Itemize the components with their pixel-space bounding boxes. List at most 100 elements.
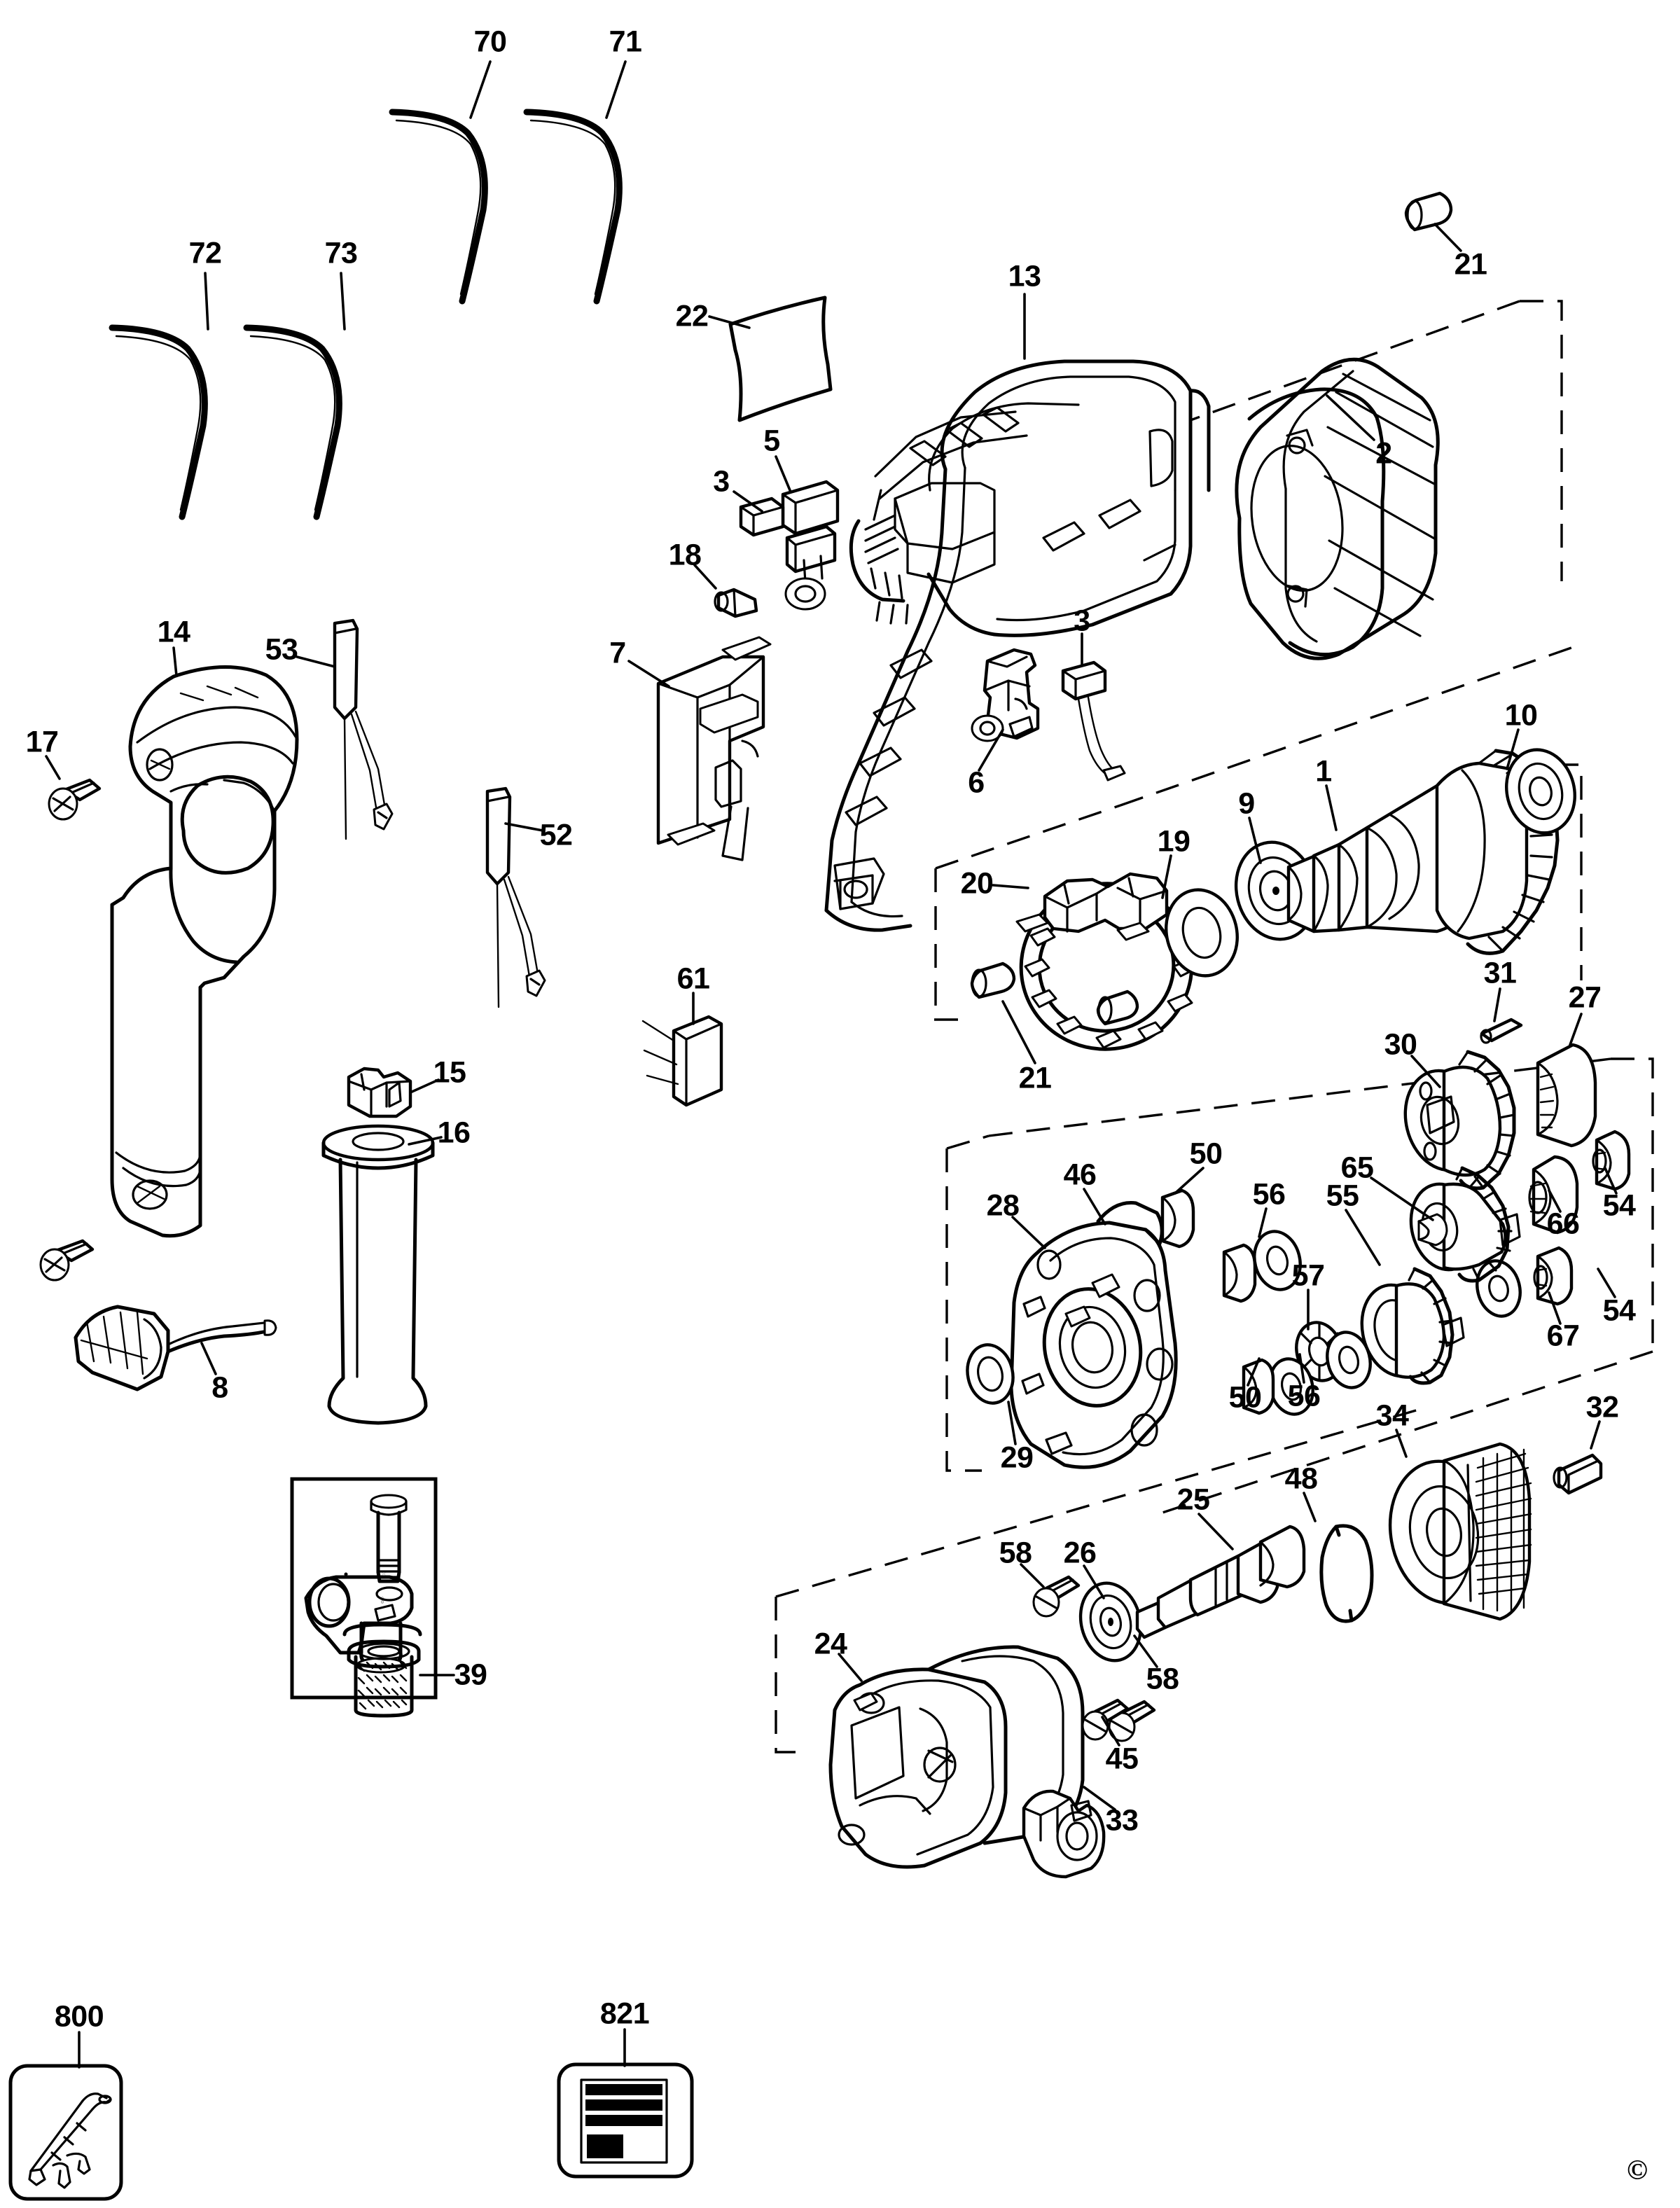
part-56-washer-upper <box>1253 1230 1302 1291</box>
leader-line-65 <box>1370 1176 1434 1221</box>
leader-line-25 <box>1197 1513 1234 1550</box>
part-33-chuck-key-holder <box>1022 1789 1106 1879</box>
callout-55-36: 55 <box>1326 1179 1359 1213</box>
part-20-brush-ring <box>970 872 1199 1051</box>
leader-line-56 <box>1258 1207 1268 1238</box>
part-17-screw-lower <box>39 1239 95 1282</box>
leader-line-19 <box>1161 854 1172 899</box>
part-58-screw-lower <box>1108 1700 1156 1742</box>
callout-52-17: 52 <box>539 818 573 852</box>
part-28-gear-case <box>1009 1201 1178 1469</box>
callout-54-41: 54 <box>1602 1293 1636 1328</box>
callout-28-38: 28 <box>986 1188 1020 1223</box>
wire-form-72 <box>109 324 208 520</box>
callout-39-55: 39 <box>454 1658 487 1692</box>
callout-56-43: 56 <box>1287 1379 1321 1413</box>
leader-line-73 <box>340 272 346 331</box>
callout-13-5: 13 <box>1008 259 1041 293</box>
wire-form-73 <box>243 324 342 520</box>
mesh-texture <box>357 1661 408 1710</box>
callout-821-57: 821 <box>599 1997 650 2031</box>
callout-58-49: 58 <box>999 1536 1032 1570</box>
part-3-terminal-left <box>739 497 785 537</box>
inset-800-accessory <box>8 2064 123 2201</box>
part-7-trigger-switch <box>656 636 772 861</box>
callout-34-45: 34 <box>1375 1398 1409 1433</box>
leader-line-5 <box>775 455 791 492</box>
wire-form-71 <box>523 109 623 305</box>
callout-32-46: 32 <box>1585 1390 1619 1424</box>
leader-line-17 <box>45 755 61 780</box>
leader-line-1 <box>1325 784 1338 831</box>
leader-line-66 <box>1548 1189 1562 1213</box>
part-18-screw <box>714 588 758 618</box>
leader-line-45 <box>1101 1716 1120 1747</box>
part-52-wire-assembly <box>485 786 546 1008</box>
part-58-screw-upper <box>1032 1575 1081 1618</box>
part-3-terminal-right <box>1061 660 1126 782</box>
part-50-bushing-lower <box>1242 1358 1275 1415</box>
callout-31-28: 31 <box>1483 956 1517 990</box>
part-34-chuck <box>1388 1442 1532 1621</box>
part-13-clamshell-housing <box>824 359 1211 932</box>
part-26-bearing <box>1078 1581 1143 1662</box>
callout-19-23: 19 <box>1157 824 1190 859</box>
callout-17-15: 17 <box>25 725 59 759</box>
callout-21-27: 21 <box>1018 1061 1052 1095</box>
callout-1-25: 1 <box>1315 754 1332 789</box>
part-55-gear <box>1360 1267 1465 1385</box>
callout-72-2: 72 <box>188 236 222 270</box>
part-54-collar-lower <box>1533 1246 1574 1306</box>
callout-2-7: 2 <box>1375 436 1392 471</box>
callout-14-14: 14 <box>157 615 190 649</box>
leader-line-71 <box>605 60 627 119</box>
part-8-power-cord <box>74 1305 277 1391</box>
leader-line-54 <box>1597 1268 1616 1298</box>
leader-line-2 <box>1326 394 1375 441</box>
group-boundary-armature <box>934 643 1583 1021</box>
leader-line-67 <box>1548 1291 1562 1325</box>
leader-line-21 <box>1433 223 1462 252</box>
callout-9-24: 9 <box>1238 786 1255 821</box>
callout-46-37: 46 <box>1063 1158 1097 1192</box>
callout-45-53: 45 <box>1105 1742 1139 1776</box>
part-29-washer <box>966 1343 1015 1405</box>
leader-line-32 <box>1590 1420 1601 1450</box>
callout-71-1: 71 <box>609 25 642 59</box>
part-65-bevel-pinion <box>1409 1166 1521 1283</box>
callout-22-4: 22 <box>675 299 709 333</box>
callout-65-31: 65 <box>1340 1151 1374 1185</box>
leader-line-20 <box>992 884 1029 889</box>
part-48-retaining-ring <box>1319 1524 1374 1623</box>
callout-29-44: 29 <box>1000 1440 1034 1475</box>
mesh-sleeve <box>344 1572 386 1578</box>
callout-67-40: 67 <box>1546 1319 1580 1353</box>
leader-line-9 <box>1248 817 1262 864</box>
part-66-spline-collar <box>1528 1155 1579 1235</box>
leader-line-58 <box>1133 1634 1158 1668</box>
leader-line-15 <box>409 1078 440 1094</box>
leader-line-29 <box>1007 1401 1017 1445</box>
leader-line-50 <box>1174 1167 1205 1195</box>
part-53-wire-assembly <box>333 618 394 840</box>
leader-line-72 <box>204 272 209 331</box>
leader-line-70 <box>469 60 492 119</box>
callout-70-0: 70 <box>473 25 507 59</box>
leader-lines <box>45 60 1618 2069</box>
part-30-gear <box>1403 1050 1516 1190</box>
leader-line-28 <box>1011 1216 1046 1249</box>
part-17-screw <box>48 778 102 821</box>
group-boundary-spindle <box>775 1406 1426 1754</box>
leader-line-55 <box>1345 1209 1381 1266</box>
leader-line-46 <box>1083 1188 1106 1225</box>
leader-line-26 <box>1083 1564 1105 1599</box>
leader-line-16 <box>408 1136 443 1146</box>
callout-3-12: 3 <box>1074 604 1090 638</box>
part-32-screw <box>1553 1453 1603 1495</box>
callout-30-30: 30 <box>1384 1027 1417 1062</box>
part-21-pin-top <box>1404 191 1453 232</box>
callout-3-9: 3 <box>713 464 730 499</box>
callout-53-16: 53 <box>265 632 298 667</box>
inset-39-side-handle-kit <box>290 1477 438 1718</box>
